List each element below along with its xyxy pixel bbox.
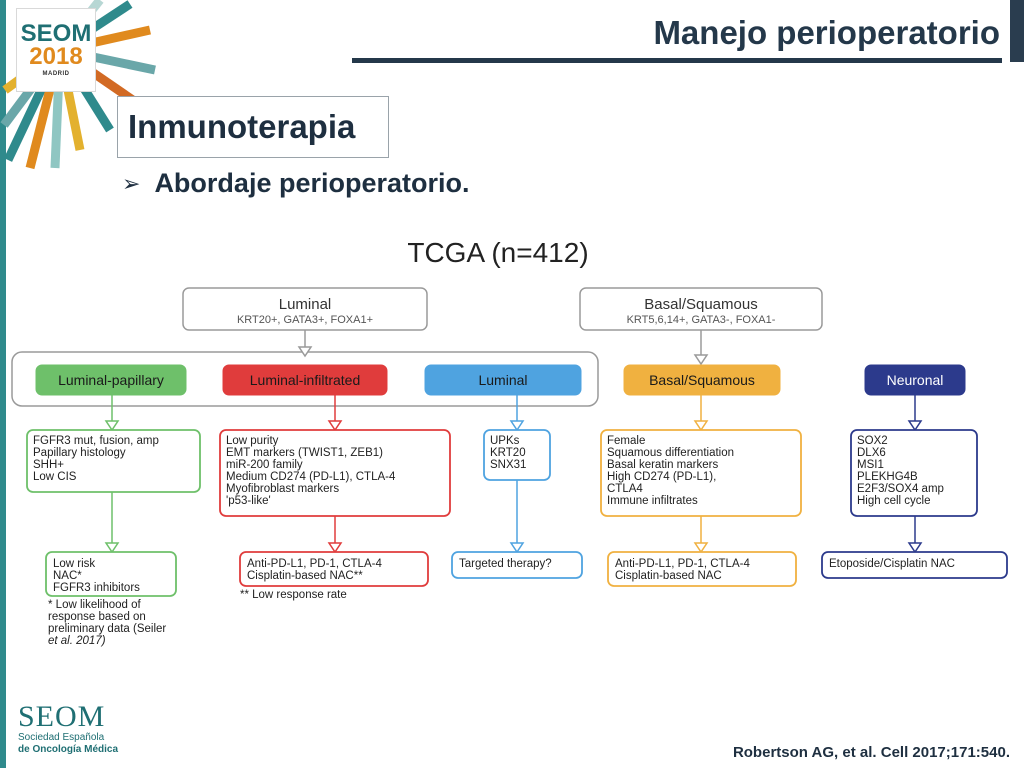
feature-text: Low CIS: [33, 471, 77, 483]
header-underline: [352, 58, 1002, 63]
luminal-arrow-head: [297, 346, 313, 358]
therapy-text: Targeted therapy?: [459, 558, 552, 570]
subtype-arrow-head: [693, 420, 709, 432]
subtype-name: Basal/Squamous: [649, 372, 755, 388]
feature-text: SOX2: [857, 435, 888, 447]
subtype-name: Luminal-infiltrated: [250, 372, 361, 388]
therapy-text: Anti-PD-L1, PD-1, CTLA-4: [247, 558, 382, 570]
therapy-text: NAC*: [53, 570, 82, 582]
seom-logo-word: SEOM: [18, 700, 106, 733]
therapy-text: Anti-PD-L1, PD-1, CTLA-4: [615, 558, 750, 570]
feature-text: Squamous differentiation: [607, 447, 734, 459]
section-title: Inmunoterapia: [128, 108, 356, 145]
feature-text: High CD274 (PD-L1),: [607, 471, 716, 483]
therapy-text: FGFR3 inhibitors: [53, 582, 140, 594]
seom-logo-sub2: de Oncología Médica: [18, 744, 119, 755]
feature-text: DLX6: [857, 447, 886, 459]
bullet-text: Abordaje perioperatorio.: [154, 168, 470, 198]
feature-text: miR-200 family: [226, 459, 303, 471]
therapy-box: [821, 551, 1008, 579]
subtype-arrow-head: [327, 420, 343, 432]
feature-text: MSI1: [857, 459, 884, 471]
diagram-title: TCGA (n=412): [407, 237, 588, 268]
logo-year: 2018: [29, 43, 83, 70]
subtype-name: Neuronal: [887, 372, 944, 388]
top-group-name: Basal/Squamous: [644, 296, 757, 313]
feature-text: Myofibroblast markers: [226, 483, 339, 495]
therapy-arrow-head: [509, 542, 525, 554]
therapy-text: Cisplatin-based NAC: [615, 570, 722, 582]
feature-text: Papillary histology: [33, 447, 126, 459]
feature-text: PLEKHG4B: [857, 471, 918, 483]
subtype-arrow-head: [907, 420, 923, 432]
feature-text: KRT20: [490, 447, 526, 459]
subtype-pill: [424, 364, 582, 396]
bullet-item: ➢ Abordaje perioperatorio.: [122, 168, 470, 199]
logo-name: SEOM: [20, 20, 92, 47]
section-title-box: Inmunoterapia: [117, 96, 389, 158]
therapy-arrow-head: [104, 542, 120, 554]
note-text: response based on: [48, 611, 146, 623]
therapy-box: [607, 551, 797, 587]
feature-text: High cell cycle: [857, 495, 931, 507]
top-group-markers: KRT20+, GATA3+, FOXA1+: [237, 314, 373, 326]
feature-text: Immune infiltrates: [607, 495, 698, 507]
feature-text: FGFR3 mut, fusion, amp: [33, 435, 159, 447]
feature-text: Low purity: [226, 435, 279, 447]
seom-footer-logo: SEOM Sociedad Española de Oncología Médi…: [18, 702, 118, 756]
feature-text: UPKs: [490, 435, 520, 447]
therapy-arrow-head: [327, 542, 343, 554]
seom-logo-sub1: Sociedad Española: [18, 732, 105, 743]
top-group-markers: KRT5,6,14+, GATA3-, FOXA1-: [627, 314, 776, 326]
top-group-name: Luminal: [279, 296, 332, 313]
feature-text: EMT markers (TWIST1, ZEB1): [226, 447, 383, 459]
subtype-pill: [222, 364, 388, 396]
note-text: ** Low response rate: [240, 589, 347, 601]
feature-text: SNX31: [490, 459, 526, 471]
features-box: [850, 429, 978, 517]
basal-arrow-head: [693, 354, 709, 366]
logo-badge: SEOM 2018 MADRID: [16, 8, 96, 92]
arrow-bullet-icon: ➢: [122, 170, 141, 196]
therapy-arrow-head: [907, 542, 923, 554]
note-text: et al. 2017): [48, 635, 106, 647]
note-text: * Low likelihood of: [48, 599, 142, 611]
features-box: [26, 429, 201, 493]
therapy-text: Etoposide/Cisplatin NAC: [829, 558, 955, 570]
feature-text: Basal keratin markers: [607, 459, 718, 471]
therapy-arrow-head: [693, 542, 709, 554]
therapy-box: [239, 551, 429, 587]
subtype-pill: [35, 364, 187, 396]
therapy-text: Low risk: [53, 558, 95, 570]
subtype-arrow-head: [104, 420, 120, 432]
subtype-name: Luminal: [478, 372, 527, 388]
feature-text: Female: [607, 435, 645, 447]
slide-header-title: Manejo perioperatorio: [653, 14, 1000, 51]
left-accent-bar: [0, 0, 6, 768]
therapy-box: [451, 551, 583, 579]
feature-text: CTLA4: [607, 483, 643, 495]
feature-text: E2F3/SOX4 amp: [857, 483, 944, 495]
feature-text: 'p53-like': [226, 495, 271, 507]
note-text: preliminary data (Seiler: [48, 623, 166, 635]
logo-city: MADRID: [42, 71, 70, 77]
right-accent-bar: [1010, 0, 1024, 62]
citation: Robertson AG, et al. Cell 2017;171:540.: [732, 744, 1010, 761]
subtype-arrow-head: [509, 420, 525, 432]
feature-text: SHH+: [33, 459, 64, 471]
therapy-box: [45, 551, 177, 597]
subtype-name: Luminal-papillary: [58, 372, 164, 388]
conference-logo: SEOM 2018 MADRID: [0, 0, 165, 170]
feature-text: Medium CD274 (PD-L1), CTLA-4: [226, 471, 396, 483]
therapy-text: Cisplatin-based NAC**: [247, 570, 363, 582]
subtype-pill: [623, 364, 781, 396]
